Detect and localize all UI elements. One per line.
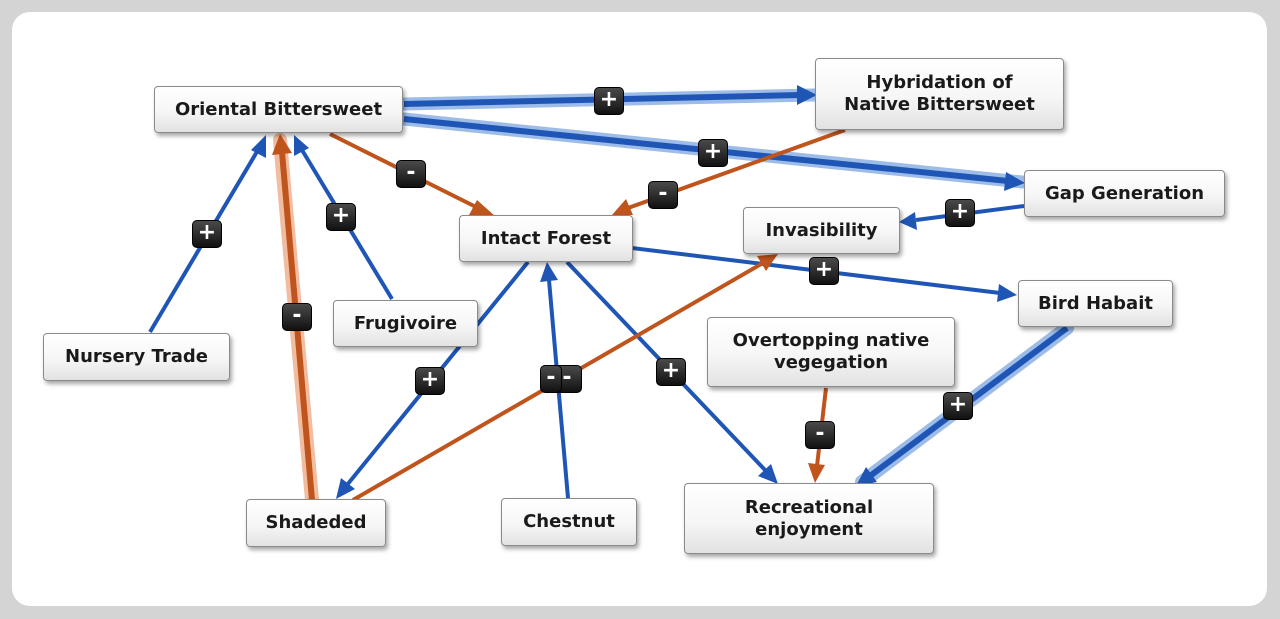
badge-minus[interactable]: - xyxy=(540,365,562,393)
node-hybridation-of-native-bittersweet[interactable]: Hybridation of Native Bittersweet xyxy=(815,58,1064,130)
badge-plus[interactable]: + xyxy=(594,87,624,115)
badge-plus[interactable]: + xyxy=(326,203,356,231)
arrowhead xyxy=(997,284,1017,302)
arrowhead xyxy=(612,199,633,215)
arrowhead xyxy=(294,135,309,156)
node-invasibility[interactable]: Invasibility xyxy=(743,207,900,254)
badge-minus[interactable]: - xyxy=(396,160,426,188)
badge-plus[interactable]: + xyxy=(192,220,222,248)
arrowhead xyxy=(469,200,495,216)
badge-plus[interactable]: + xyxy=(698,139,728,167)
node-nursery-trade[interactable]: Nursery Trade xyxy=(43,333,230,381)
badge-minus[interactable]: - xyxy=(805,421,835,449)
node-chestnut[interactable]: Chestnut xyxy=(501,498,637,546)
arrowhead xyxy=(1004,172,1025,191)
arrowhead xyxy=(808,463,825,483)
arrowhead xyxy=(251,135,266,158)
badge-plus[interactable]: + xyxy=(656,358,686,386)
arrowhead xyxy=(758,464,778,484)
arrowhead xyxy=(856,467,877,486)
badge-plus[interactable]: + xyxy=(945,199,975,227)
node-oriental-bittersweet[interactable]: Oriental Bittersweet xyxy=(154,86,403,133)
badge-minus[interactable]: - xyxy=(282,303,312,331)
node-intact-forest[interactable]: Intact Forest xyxy=(459,215,633,262)
node-gap-generation[interactable]: Gap Generation xyxy=(1024,170,1225,217)
node-shadeded[interactable]: Shadeded xyxy=(246,499,386,547)
arrowhead xyxy=(757,254,778,271)
arrowhead xyxy=(899,212,917,230)
node-recreational-enjoyment[interactable]: Recreational enjoyment xyxy=(684,483,934,554)
badge-plus[interactable]: + xyxy=(415,367,445,395)
arrowhead xyxy=(797,85,817,105)
node-frugivoire[interactable]: Frugivoire xyxy=(333,300,478,347)
node-bird-habait[interactable]: Bird Habait xyxy=(1018,280,1173,327)
arrowhead xyxy=(336,478,355,499)
node-overtopping-native-vegegation[interactable]: Overtopping native vegegation xyxy=(707,317,955,387)
badge-plus[interactable]: + xyxy=(809,257,839,285)
badge-plus[interactable]: + xyxy=(943,392,973,420)
arrowhead xyxy=(540,262,558,282)
arrowhead xyxy=(272,134,292,155)
badge-minus[interactable]: - xyxy=(648,181,678,209)
